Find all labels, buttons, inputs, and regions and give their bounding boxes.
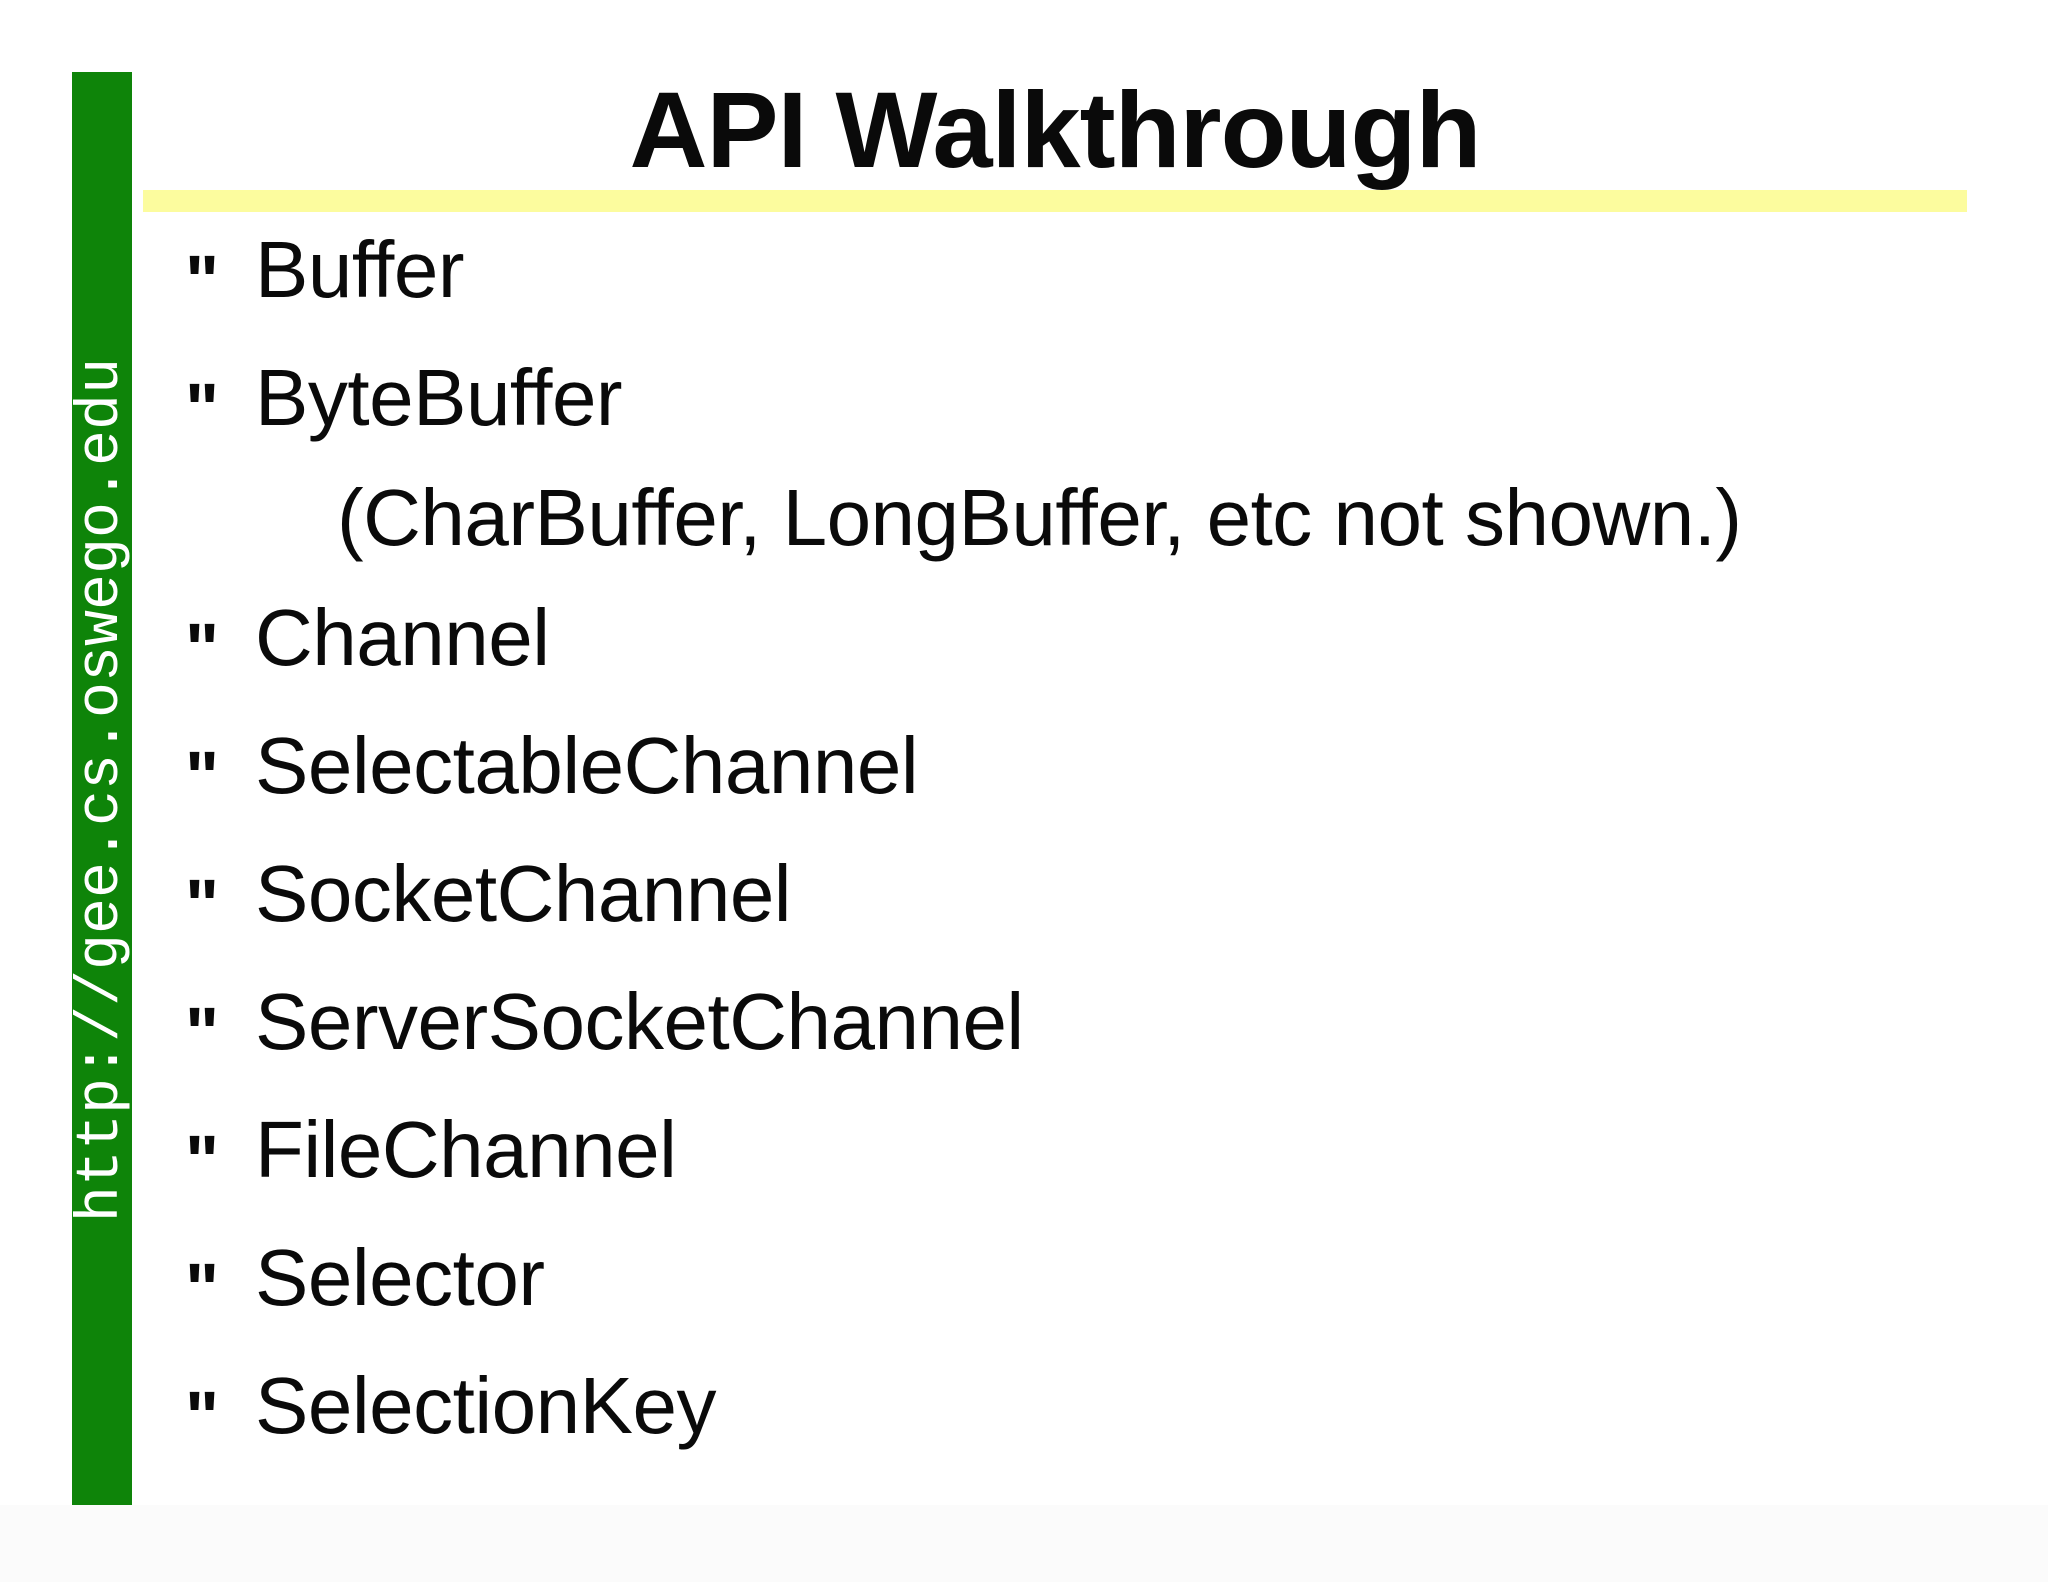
bullet-quote-icon: " — [185, 1250, 219, 1330]
list-item-label: Buffer — [255, 225, 465, 314]
list-item: " Channel — [185, 574, 1905, 702]
list-item-label: ServerSocketChannel — [255, 977, 1024, 1066]
list-item-label: ByteBuffer — [255, 353, 623, 442]
list-item: " SelectionKey — [185, 1342, 1905, 1470]
list-item: " FileChannel — [185, 1086, 1905, 1214]
bullet-quote-icon: " — [185, 994, 219, 1074]
list-item: " Selector — [185, 1214, 1905, 1342]
bullet-quote-icon: " — [185, 610, 219, 690]
bullet-quote-icon: " — [185, 738, 219, 818]
list-item-label: FileChannel — [255, 1105, 677, 1194]
list-item-label: SocketChannel — [255, 849, 792, 938]
sidebar-bar: http://gee.cs.oswego.edu — [68, 72, 136, 1507]
sidebar-url-text: http://gee.cs.oswego.edu — [68, 357, 137, 1222]
list-item: " SelectableChannel — [185, 702, 1905, 830]
list-item: " ServerSocketChannel — [185, 958, 1905, 1086]
list-subitem: (CharBuffer, LongBuffer, etc not shown.) — [185, 462, 1905, 574]
list-item: " Buffer — [185, 206, 1905, 334]
bullet-quote-icon: " — [185, 1378, 219, 1458]
list-item-label: SelectableChannel — [255, 721, 919, 810]
list-item: " ByteBuffer — [185, 334, 1905, 462]
list-item-label: Channel — [255, 593, 550, 682]
list-item: " SocketChannel — [185, 830, 1905, 958]
bullet-quote-icon: " — [185, 866, 219, 946]
bullet-quote-icon: " — [185, 370, 219, 450]
title-underline-bar — [143, 190, 1967, 212]
bullet-quote-icon: " — [185, 242, 219, 322]
bullet-quote-icon: " — [185, 1122, 219, 1202]
list-item-label: Selector — [255, 1233, 545, 1322]
list-item-label: SelectionKey — [255, 1361, 716, 1450]
list-subitem-label: (CharBuffer, LongBuffer, etc not shown.) — [337, 473, 1742, 562]
footer-strip — [0, 1505, 2048, 1582]
slide-title: API Walkthrough — [629, 69, 1482, 190]
bullet-list: " Buffer " ByteBuffer (CharBuffer, LongBuffe… — [185, 206, 1905, 1470]
